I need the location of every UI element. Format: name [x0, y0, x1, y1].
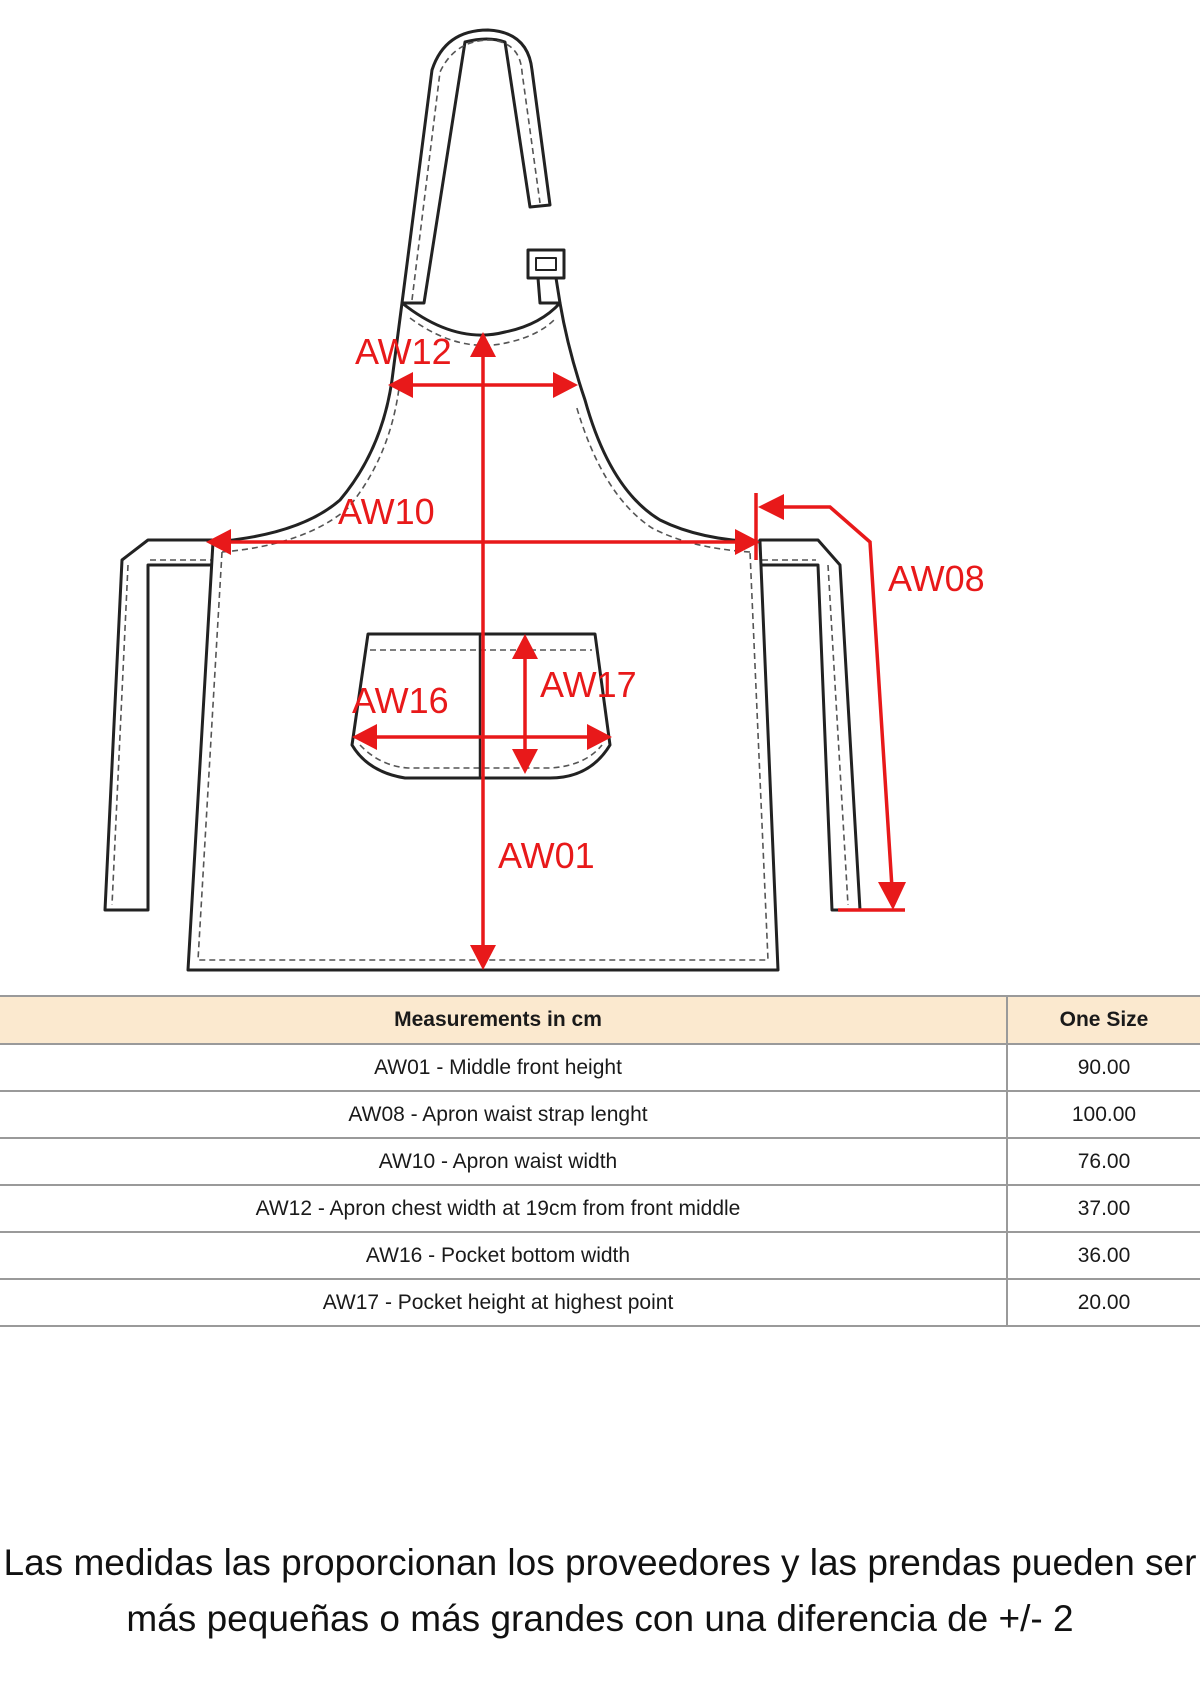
measurement-name: AW01 - Middle front height [0, 1044, 1007, 1092]
label-aw12: AW12 [355, 331, 452, 372]
label-aw16: AW16 [352, 680, 449, 721]
measurement-value: 100.00 [1006, 1091, 1200, 1139]
header-measurements: Measurements in cm [0, 995, 1007, 1045]
table-row: AW08 - Apron waist strap lenght 100.00 [0, 1091, 1200, 1139]
aw01-arrow [470, 332, 496, 970]
measurements-table: Measurements in cm One Size AW01 - Middl… [0, 995, 1200, 1327]
size-disclaimer-note: Las medidas las proporcionan los proveed… [3, 1542, 1197, 1639]
right-waist-strap [758, 538, 862, 912]
label-aw17: AW17 [540, 664, 637, 705]
aw10-arrow [206, 529, 760, 555]
measurement-name: AW12 - Apron chest width at 19cm from fr… [0, 1185, 1007, 1233]
measurement-name: AW17 - Pocket height at highest point [0, 1279, 1007, 1327]
aw16-arrow [352, 724, 612, 750]
aw12-arrow [388, 372, 578, 398]
aw08-arrow [754, 493, 906, 912]
table-row: AW01 - Middle front height 90.00 [0, 1044, 1200, 1092]
label-aw08: AW08 [888, 558, 985, 599]
measurement-value: 90.00 [1006, 1044, 1200, 1092]
apron-diagram: AW12 AW10 AW08 AW17 AW16 AW01 [103, 28, 985, 972]
header-one-size: One Size [1006, 995, 1200, 1045]
table-row: AW16 - Pocket bottom width 36.00 [0, 1232, 1200, 1280]
measurement-name: AW10 - Apron waist width [0, 1138, 1007, 1186]
label-aw01: AW01 [498, 835, 595, 876]
measurement-value: 37.00 [1006, 1185, 1200, 1233]
table-header-row: Measurements in cm One Size [0, 995, 1200, 1045]
measurement-value: 36.00 [1006, 1232, 1200, 1280]
table-row: AW17 - Pocket height at highest point 20… [0, 1279, 1200, 1327]
table-row: AW12 - Apron chest width at 19cm from fr… [0, 1185, 1200, 1233]
measurement-name: AW16 - Pocket bottom width [0, 1232, 1007, 1280]
measurement-name: AW08 - Apron waist strap lenght [0, 1091, 1007, 1139]
measurement-value: 76.00 [1006, 1138, 1200, 1186]
label-aw10: AW10 [338, 491, 435, 532]
measurement-value: 20.00 [1006, 1279, 1200, 1327]
table-row: AW10 - Apron waist width 76.00 [0, 1138, 1200, 1186]
neck-strap [400, 28, 552, 305]
